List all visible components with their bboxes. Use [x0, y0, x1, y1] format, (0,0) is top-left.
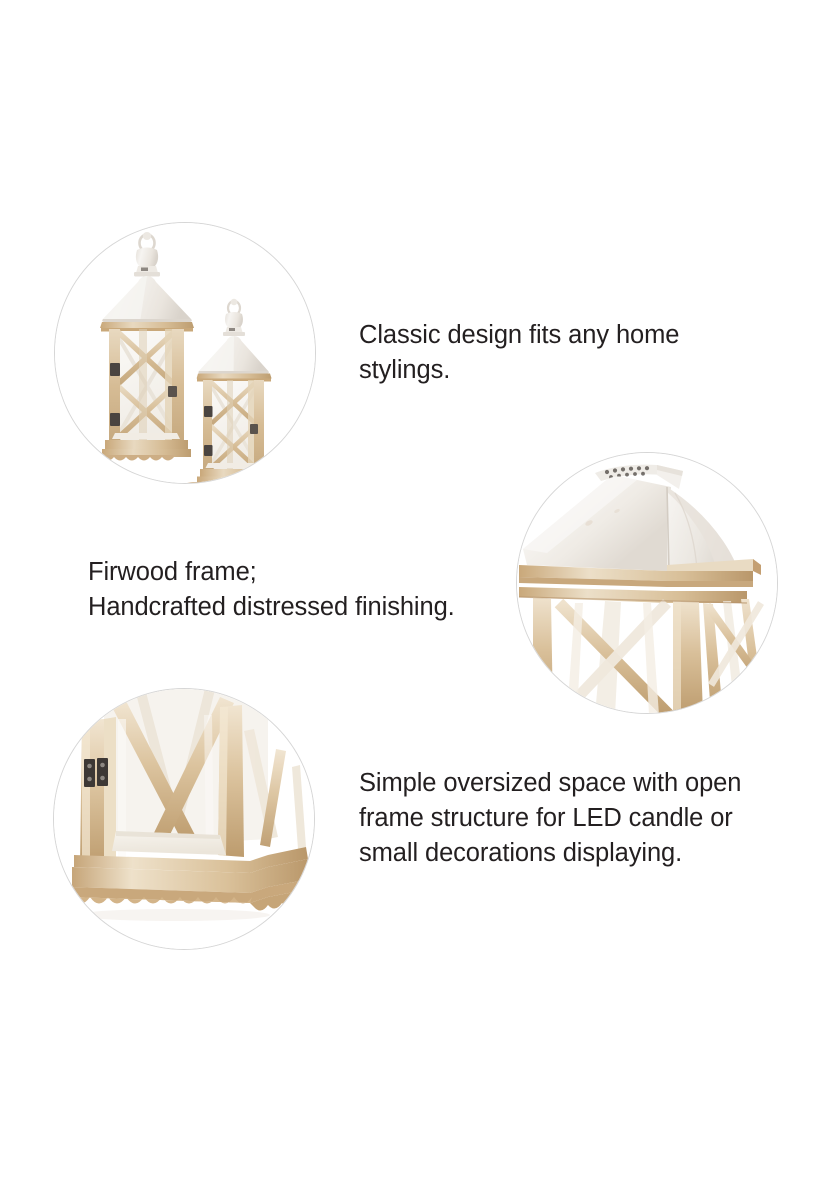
product-photo-roof-closeup	[516, 452, 778, 714]
front-corner-post	[218, 705, 244, 857]
hinge-icon	[84, 758, 108, 787]
photo-inner-lantern-pair	[55, 223, 315, 483]
caption-oversized-space: Simple oversized space with open frame s…	[359, 769, 742, 867]
product-photo-lantern-pair	[54, 222, 316, 484]
left-corner-post	[80, 717, 116, 868]
front-cross-braces	[112, 697, 234, 847]
caption-classic-design: Classic design fits any home stylings.	[359, 321, 680, 384]
lantern-roof-illustration	[517, 453, 777, 713]
caption-firwood-frame: Firwood frame; Handcrafted distressed fi…	[88, 558, 455, 621]
roof-vent	[595, 464, 683, 489]
right-side-braces	[244, 729, 306, 849]
product-photo-base-closeup	[53, 688, 315, 950]
lantern-pair-illustration	[55, 223, 315, 483]
photo-inner-roof-closeup	[517, 453, 777, 713]
large-lantern	[90, 232, 194, 461]
lantern-base-illustration	[54, 689, 314, 949]
photo-inner-base-closeup	[54, 689, 314, 949]
small-lantern	[187, 298, 272, 483]
right-face-frame	[703, 599, 767, 713]
